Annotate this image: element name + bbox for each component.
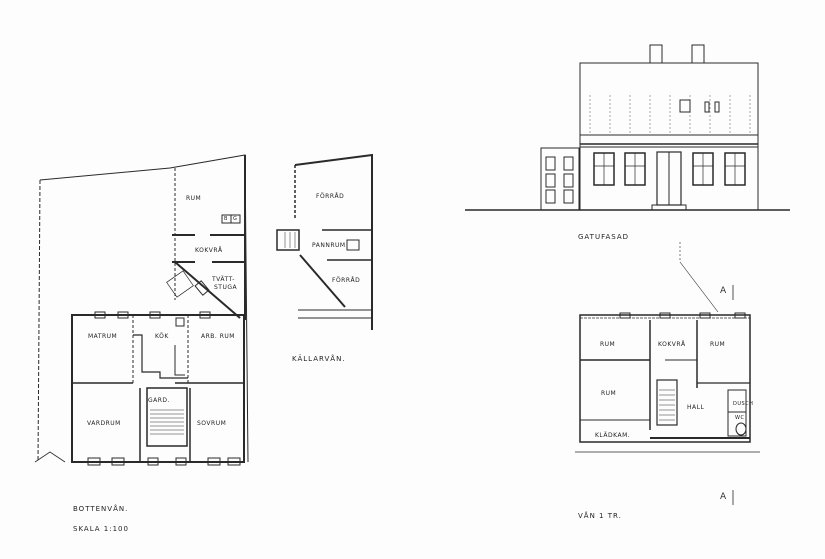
room-label-kok: KÖK <box>155 333 169 340</box>
section-marker-a-bottom: A <box>720 492 727 502</box>
room-label-wc: WC <box>735 415 745 421</box>
room-label-stuga: STUGA <box>214 284 238 291</box>
lot-boundary <box>39 154 249 463</box>
room-label-matrum: MATRUM <box>88 333 118 340</box>
section-marker-a-top: A <box>720 286 727 296</box>
plan-title-van-1-tr: VÅN 1 TR. <box>578 512 622 520</box>
room-label-rum-3: RUM <box>601 390 617 397</box>
facade-title-gatufasad: GATUFASAD <box>578 233 629 241</box>
room-label-rum-annex: RUM <box>186 195 202 202</box>
fixture-label-b: B <box>224 216 228 222</box>
room-label-sovrum: SOVRUM <box>197 420 227 427</box>
plan-title-kallarvan: KÄLLARVÅN. <box>292 355 346 363</box>
room-label-forrad-1: FÖRRÅD <box>316 193 345 200</box>
room-label-kokvra-upper: KOKVRÅ <box>658 341 686 348</box>
scale-label: SKALA 1:100 <box>73 525 129 533</box>
room-label-kladkam: KLÄDKAM. <box>595 432 631 439</box>
room-label-rum-2: RUM <box>710 341 726 348</box>
room-label-arb-rum: ARB. RUM <box>201 333 235 340</box>
room-label-hall: HALL <box>687 404 705 411</box>
room-label-vardrum: VARDRUM <box>87 420 121 427</box>
room-label-kokvra: KOKVRÅ <box>195 247 223 254</box>
room-label-dusch: DUSCH <box>733 401 754 407</box>
room-label-pannrum: PANNRUM <box>312 242 346 249</box>
plan-title-bottenvan: BOTTENVÅN. <box>73 505 129 513</box>
room-label-forrad-2: FÖRRÅD <box>332 277 361 284</box>
room-label-gard: GARD. <box>148 397 170 404</box>
fixture-label-g: G <box>233 216 238 222</box>
room-label-tvatt: TVÄTT- <box>212 276 235 283</box>
room-label-rum-1: RUM <box>600 341 616 348</box>
